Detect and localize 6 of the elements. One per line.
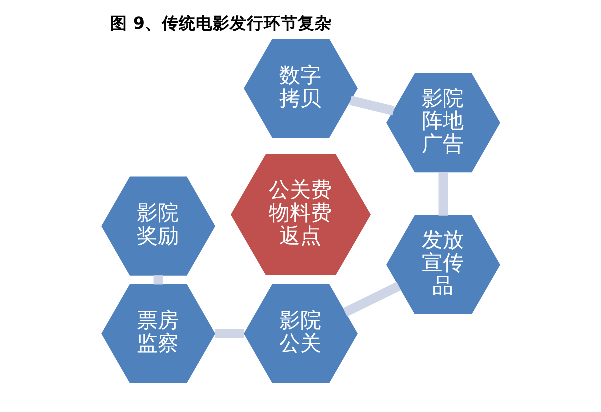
connector [438,172,448,216]
diagram-title: 图 9、传统电影发行环节复杂 [110,14,332,33]
connector [214,329,244,339]
connector [342,282,401,317]
connector [349,96,394,116]
connector [153,276,163,285]
